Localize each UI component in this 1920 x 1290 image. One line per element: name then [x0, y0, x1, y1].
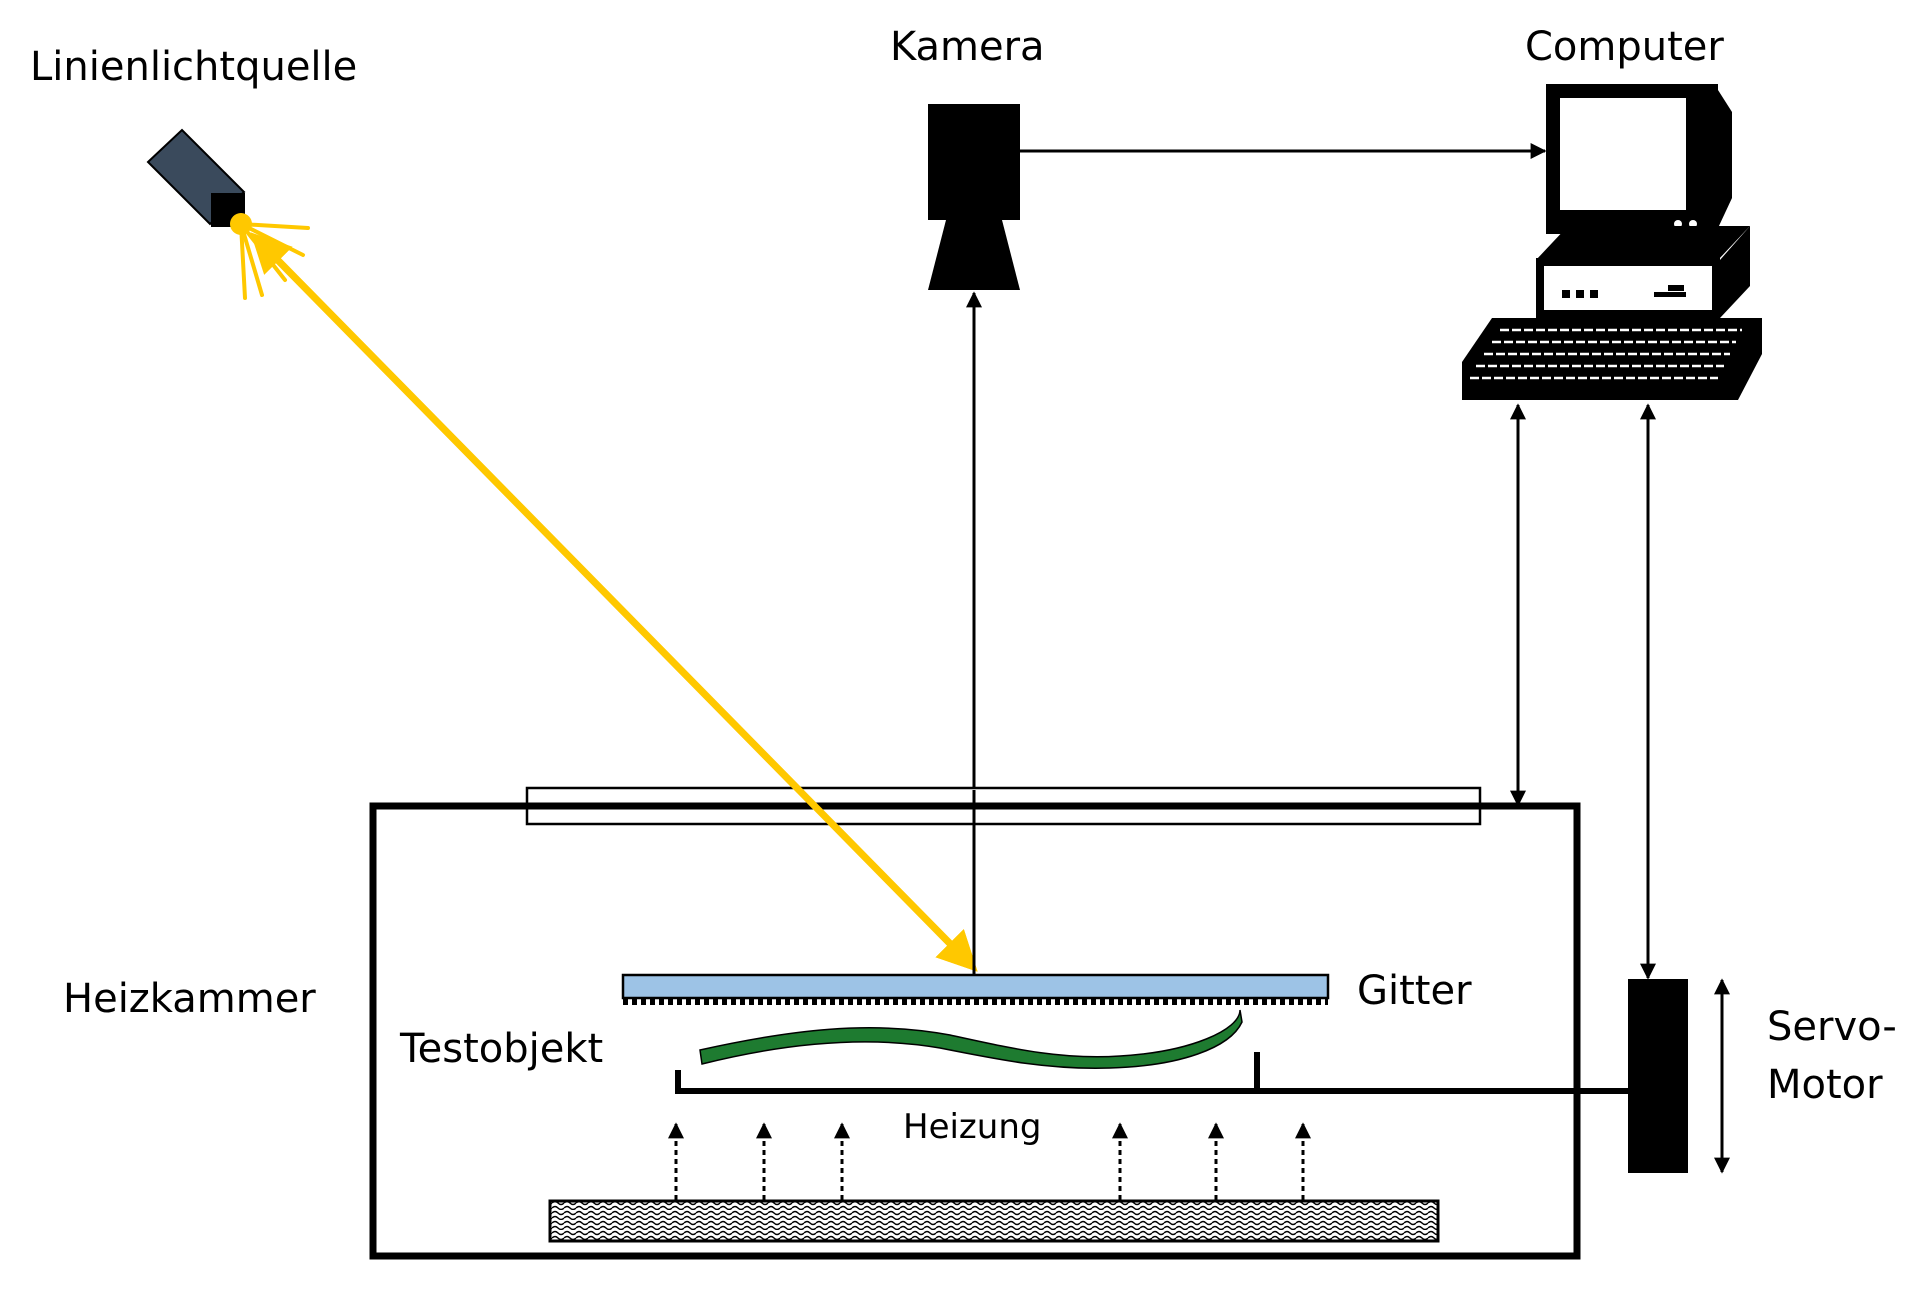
computer-label: Computer: [1525, 24, 1724, 70]
grating-label: Gitter: [1357, 968, 1472, 1014]
camera-icon: [928, 104, 1020, 290]
light-source-label: Linienlichtquelle: [30, 44, 357, 90]
sample-holder: [675, 1052, 1628, 1094]
heater-plate-icon: [548, 1199, 1440, 1243]
heater-label: Heizung: [903, 1107, 1041, 1147]
grating: [621, 973, 1330, 1005]
servo-motor-block-icon: [1628, 979, 1688, 1173]
servo-motor-label-line1: Servo-: [1767, 1004, 1897, 1050]
line-light-source-icon: [146, 128, 310, 300]
heating-chamber-label: Heizkammer: [63, 976, 316, 1022]
test-object: [699, 1009, 1243, 1069]
light-beam-inner: [253, 235, 978, 972]
desktop-computer-icon: [1462, 84, 1762, 400]
test-object-label: Testobjekt: [399, 1026, 603, 1072]
heat-arrows: [668, 1122, 1311, 1200]
camera-label: Kamera: [890, 24, 1045, 70]
servo-motor-label-line2: Motor: [1767, 1062, 1883, 1108]
